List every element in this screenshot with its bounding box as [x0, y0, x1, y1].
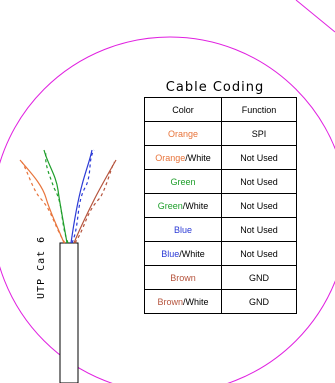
wire-blue	[70, 149, 93, 244]
header-color: Color	[144, 97, 222, 122]
color-cell: Green/White	[144, 193, 222, 218]
color-cell: Orange	[144, 121, 222, 146]
cable-jacket	[59, 242, 79, 383]
table-row: Orange/White Not Used	[144, 145, 297, 170]
function-cell: GND	[221, 289, 297, 314]
color-cell: Brown	[144, 265, 222, 290]
cable-coding-table: Color Function Orange SPI Orange/White N…	[144, 97, 297, 314]
color-suffix: /White	[182, 200, 209, 211]
color-suffix: /White	[185, 152, 211, 163]
color-cell: Orange/White	[144, 145, 222, 170]
function-cell: GND	[221, 265, 297, 290]
wire-orange-white	[21, 161, 66, 244]
table-title: Cable Coding	[165, 80, 265, 95]
table-row: Orange SPI	[144, 121, 297, 146]
color-name: Blue	[161, 248, 180, 259]
table-row: Blue Not Used	[144, 217, 297, 242]
wire-blue-white	[71, 149, 95, 244]
color-cell: Brown/White	[144, 289, 222, 314]
color-cell: Blue	[144, 217, 222, 242]
function-cell: Not Used	[221, 193, 297, 218]
color-name: Orange	[155, 152, 186, 163]
color-name: Orange	[167, 128, 199, 139]
wire-brown	[73, 159, 117, 244]
color-name: Green	[157, 200, 183, 211]
table-row: Brown GND	[144, 265, 297, 290]
table-row: Brown/White GND	[144, 289, 297, 314]
color-suffix: /White	[183, 296, 209, 307]
cable-label: UTP Cat 6	[36, 235, 47, 299]
color-name: Brown	[170, 272, 196, 283]
function-cell: Not Used	[221, 169, 297, 194]
color-name: Green	[170, 176, 196, 187]
color-cell: Blue/White	[144, 241, 222, 266]
wire-green-white	[45, 151, 69, 244]
wire-brown-white	[74, 161, 115, 244]
corner-arc	[295, 0, 335, 33]
boundary-circle	[0, 36, 335, 383]
function-cell: SPI	[221, 121, 297, 146]
color-name: Blue	[173, 224, 192, 235]
color-cell: Green	[144, 169, 222, 194]
header-function: Function	[221, 97, 297, 122]
table-row: Blue/White Not Used	[144, 241, 297, 266]
function-cell: Not Used	[221, 145, 297, 170]
twisted-wires	[19, 149, 117, 244]
function-cell: Not Used	[221, 241, 297, 266]
color-suffix: /White	[179, 248, 205, 259]
table-row: Green/White Not Used	[144, 193, 297, 218]
function-cell: Not Used	[221, 217, 297, 242]
color-name: Brown	[157, 296, 183, 307]
table-header-row: Color Function	[144, 97, 297, 122]
wire-green	[43, 149, 68, 244]
table-row: Green Not Used	[144, 169, 297, 194]
